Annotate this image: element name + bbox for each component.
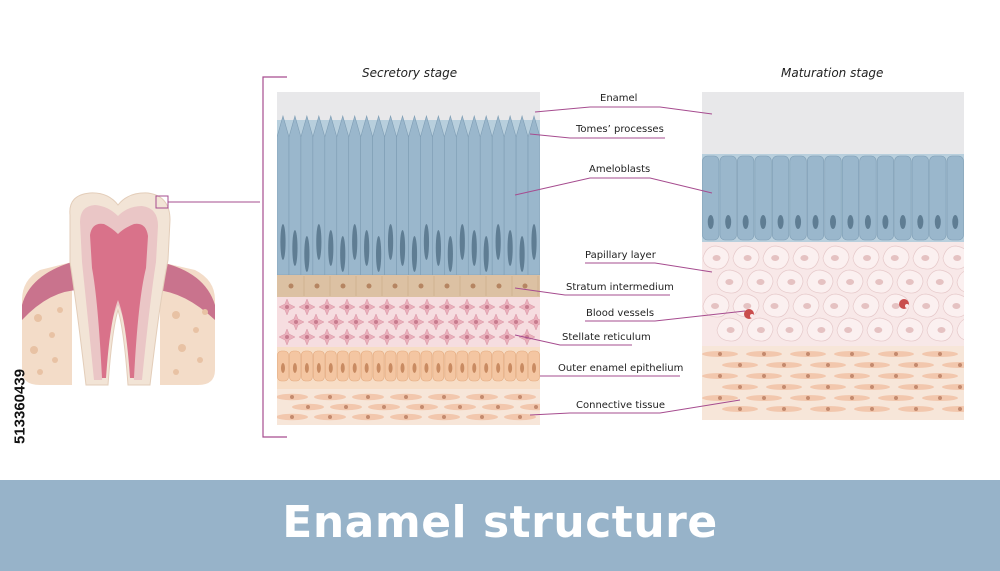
blood-vessel bbox=[899, 299, 909, 309]
ameloblast-cell bbox=[929, 155, 947, 241]
ameloblast-nucleus bbox=[471, 230, 477, 266]
label-stellate-reticulum: Stellate reticulum bbox=[562, 332, 651, 343]
ameloblast-nucleus bbox=[304, 236, 310, 272]
ameloblast-nucleus bbox=[316, 224, 322, 260]
ameloblast-nucleus bbox=[364, 230, 370, 266]
ameloblast-nucleus bbox=[387, 224, 394, 260]
stratum-cell-nucleus bbox=[366, 283, 372, 289]
maturation-stage-panel bbox=[702, 92, 964, 420]
stratum-cell-nucleus bbox=[288, 283, 294, 289]
ameloblast-cell bbox=[859, 155, 877, 241]
ameloblast-nucleus bbox=[483, 236, 489, 272]
ameloblast-nucleus bbox=[411, 236, 418, 272]
stratum-cell-nucleus bbox=[522, 283, 528, 289]
blood-vessel bbox=[744, 309, 754, 319]
stratum-cell-nucleus bbox=[392, 283, 398, 289]
ameloblast-nucleus bbox=[507, 230, 513, 266]
ameloblast-cell bbox=[789, 155, 807, 241]
stratum-cell-nucleus bbox=[418, 283, 424, 289]
label-blood-vessels: Blood vessels bbox=[586, 308, 655, 319]
ameloblast-cell bbox=[911, 155, 929, 241]
ameloblast-nucleus bbox=[376, 236, 382, 272]
ameloblast-nucleus bbox=[328, 230, 334, 266]
stratum-cell-nucleus bbox=[496, 283, 502, 289]
ameloblast-cell bbox=[841, 155, 860, 241]
tooth-illustration bbox=[22, 192, 260, 386]
ameloblast-nucleus bbox=[280, 224, 286, 260]
label-enamel: Enamel bbox=[600, 93, 638, 104]
ameloblast-nucleus bbox=[399, 230, 406, 266]
ameloblast-cell bbox=[754, 155, 772, 241]
stratum-cell-nucleus bbox=[340, 283, 346, 289]
ameloblast-cell bbox=[772, 155, 790, 241]
stock-id-vertical: 513360439 bbox=[10, 333, 30, 483]
label-papillary-layer: Papillary layer bbox=[585, 250, 656, 261]
stock-id-text: 513360439 bbox=[11, 368, 29, 445]
main-title: Enamel structure bbox=[282, 497, 718, 548]
callout-lines bbox=[514, 106, 746, 416]
label-tomes-processes: Tomes’ processes bbox=[576, 124, 664, 135]
ameloblast-nucleus bbox=[292, 230, 298, 266]
maturation-stage-title: Maturation stage bbox=[781, 66, 884, 80]
label-connective-tissue: Connective tissue bbox=[576, 400, 665, 411]
label-ameloblasts: Ameloblasts bbox=[589, 164, 651, 175]
fibroblast bbox=[942, 384, 964, 390]
papillary-cell bbox=[956, 319, 964, 341]
label-outer-enamel-epithelium: Outer enamel epithelium bbox=[558, 363, 684, 374]
ameloblast-nucleus bbox=[531, 224, 537, 260]
bracket bbox=[262, 76, 287, 438]
secretory-stage-title: Secretory stage bbox=[362, 66, 458, 80]
ameloblast-cell bbox=[719, 155, 737, 241]
label-stratum-intermedium: Stratum intermedium bbox=[566, 282, 674, 293]
ameloblast-nucleus bbox=[435, 230, 441, 266]
ameloblast-nucleus bbox=[459, 224, 465, 260]
ameloblast-nucleus bbox=[495, 224, 501, 260]
ameloblast-cell bbox=[702, 155, 720, 241]
ameloblast-cell bbox=[876, 155, 894, 241]
stratum-cell-nucleus bbox=[470, 283, 476, 289]
ameloblast-cell bbox=[946, 155, 964, 241]
ameloblast-nucleus bbox=[340, 236, 346, 272]
ameloblast-cell bbox=[824, 155, 842, 241]
ameloblast-cell bbox=[807, 155, 825, 241]
papillary-cell bbox=[956, 271, 964, 293]
ameloblast-nucleus bbox=[447, 236, 453, 272]
ameloblast-nucleus bbox=[423, 224, 430, 260]
ameloblast-cell bbox=[737, 155, 755, 241]
ameloblast-cell bbox=[894, 155, 912, 241]
stratum-cell-nucleus bbox=[314, 283, 320, 289]
fibroblast bbox=[942, 406, 964, 412]
ameloblast-nucleus bbox=[352, 224, 358, 260]
title-banner bbox=[0, 480, 1000, 571]
fibroblast bbox=[942, 362, 964, 368]
stratum-cell-nucleus bbox=[444, 283, 450, 289]
ameloblast-nucleus bbox=[519, 236, 525, 272]
secretory-stage-panel bbox=[277, 92, 540, 425]
